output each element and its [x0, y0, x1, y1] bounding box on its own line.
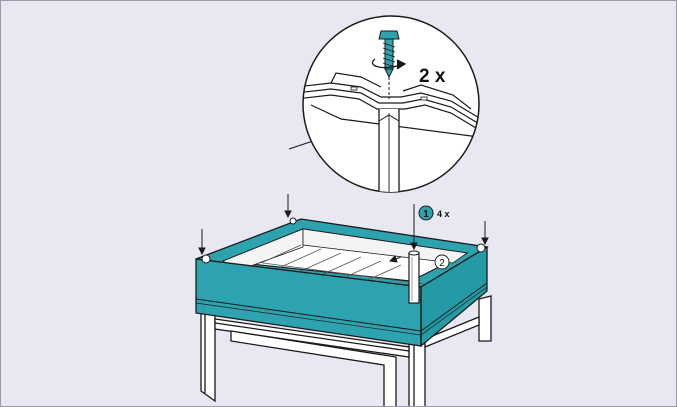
planter-box — [195, 217, 489, 348]
front-rail — [214, 318, 410, 358]
rotation-arrow-icon — [388, 255, 402, 263]
step-2-number: 2 — [439, 258, 445, 269]
screw-count-label: 2 x — [419, 66, 446, 87]
arrow-down-icon — [410, 204, 418, 251]
step-1-badge: 1 4 x — [418, 205, 450, 221]
support-post — [408, 250, 420, 304]
side-rail — [424, 316, 480, 348]
rotation-arrow-icon — [371, 58, 407, 70]
stand-frame — [200, 295, 492, 406]
screw-icon — [378, 30, 400, 99]
inner-rail — [230, 330, 397, 406]
step-2-badge: 2 — [434, 254, 450, 270]
detail-view: 2 x — [302, 15, 480, 193]
arrow-down-icon — [481, 221, 489, 246]
arrow-down-icon — [284, 194, 292, 219]
step-1-number: 1 — [423, 209, 429, 220]
arrow-down-icon — [198, 229, 206, 256]
step-1-count: 4 x — [437, 209, 450, 219]
leg-right-back — [478, 295, 492, 342]
